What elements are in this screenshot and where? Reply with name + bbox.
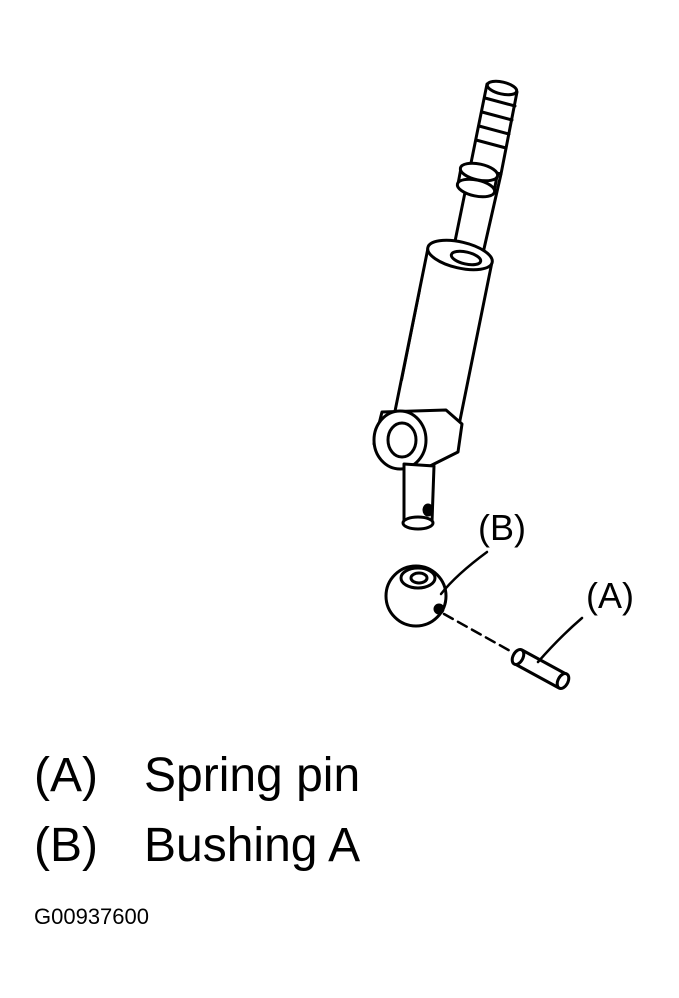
callout-a: (A): [586, 575, 634, 616]
callout-b: (B): [478, 507, 526, 548]
legend-key: (A): [34, 749, 98, 802]
legend-row: (B) Bushing A: [34, 822, 654, 892]
legend-text: Bushing A: [144, 819, 361, 872]
rod-collar: [455, 161, 500, 199]
legend-key: (B): [34, 819, 98, 872]
threaded-rod-tip: [468, 79, 519, 176]
spring-pin: [510, 648, 571, 690]
alignment-line: [442, 612, 514, 654]
leader-line-b: [439, 550, 489, 596]
legend: (A) Spring pin (B) Bushing A: [34, 752, 654, 892]
bushing-a: [384, 564, 448, 628]
clevis-eye: [372, 408, 464, 471]
legend-row: (A) Spring pin: [34, 752, 654, 822]
legend-text: Spring pin: [144, 749, 361, 802]
leader-line-a: [536, 616, 584, 664]
figure-id: G00937600: [34, 904, 149, 929]
lower-shaft: [401, 462, 436, 531]
